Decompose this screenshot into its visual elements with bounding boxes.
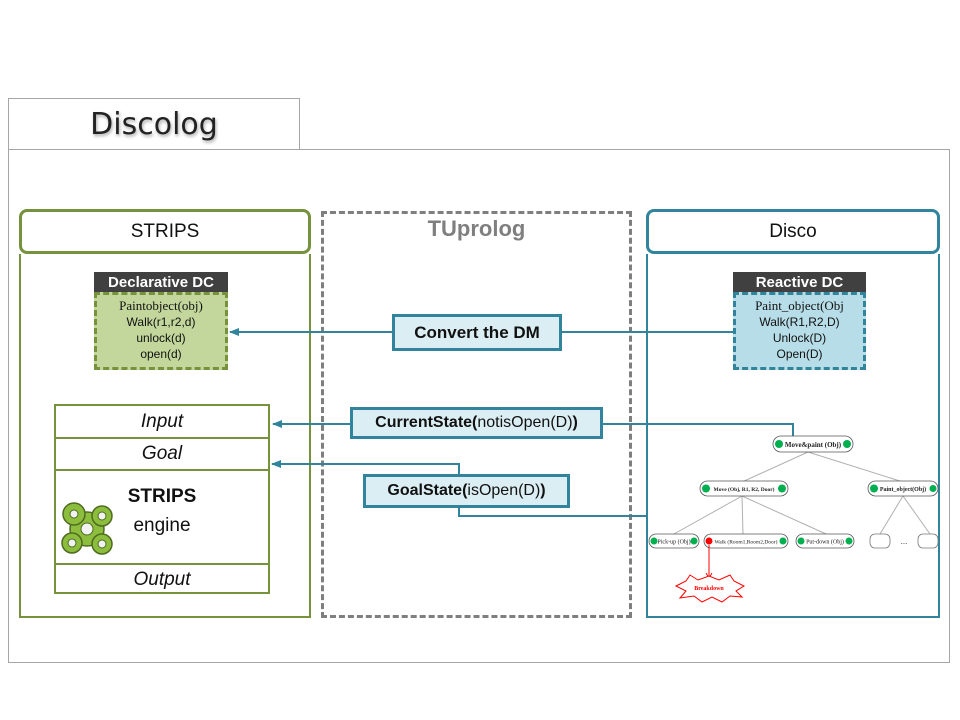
tree-move-label: Move (Obj, R1, R2, Door): [714, 486, 775, 493]
engine-name-bold: STRIPS: [127, 486, 197, 507]
tree-node-putdown: Put-down (Obj): [795, 533, 855, 549]
disco-header: Disco: [646, 209, 940, 254]
tree-putdown-label: Put-down (Obj): [806, 539, 844, 546]
reactive-dc-box: Paint_object(Obj Walk(R1,R2,D) Unlock(D)…: [733, 292, 866, 370]
declarative-dc-label: Declarative DC: [94, 272, 228, 292]
tree-edges: [673, 451, 931, 535]
breakdown-starburst: [674, 574, 746, 603]
engine-goal: Goal: [56, 439, 268, 471]
tree-paint-label: Paint_object(Obj): [880, 486, 926, 493]
decl-line: Walk(r1,r2,d): [126, 315, 196, 329]
decl-line: unlock(d): [136, 331, 186, 345]
strips-engine-box: Input Goal STRIPS engine Output: [54, 404, 270, 594]
declarative-dc-box: Paintobject(obj) Walk(r1,r2,d) unlock(d)…: [94, 292, 228, 370]
goal-state-close: ): [540, 482, 546, 499]
engine-core: STRIPS engine: [56, 471, 268, 565]
current-state-arg: notisOpen(D): [477, 414, 573, 431]
reactive-dc-label: Reactive DC: [733, 272, 866, 292]
current-state-box: CurrentState(notisOpen(D)): [350, 407, 603, 439]
react-line: Open(D): [776, 347, 823, 361]
breakdown-label: Breakdown: [694, 586, 724, 592]
gear-logo-icon: [61, 502, 113, 555]
tree-walk-label: Walk (Room1,Room2,Door): [715, 539, 778, 546]
decl-line: Paintobject(obj): [119, 298, 203, 313]
tree-node-empty: [869, 533, 891, 549]
decl-line: open(d): [140, 347, 182, 361]
react-line: Unlock(D): [772, 331, 827, 345]
react-line: Walk(R1,R2,D): [759, 315, 840, 329]
tree-node-walk: Walk (Room1,Room2,Door): [703, 533, 789, 549]
tree-node-empty: [917, 533, 939, 549]
tree-node-root: Move&paint (Obj): [772, 435, 854, 453]
engine-name: engine: [133, 515, 191, 536]
tree-pickup-label: Pick-up (Obj): [657, 539, 690, 546]
tree-root-label: Move&paint (Obj): [785, 441, 842, 449]
engine-output: Output: [133, 568, 191, 590]
diagram-title: Discolog: [8, 98, 300, 150]
tuprolog-panel: [321, 211, 632, 618]
strips-header: STRIPS: [19, 209, 311, 254]
tuprolog-title: TUprolog: [427, 216, 526, 241]
tree-node-paint: Paint_object(Obj): [867, 480, 939, 497]
react-line: Paint_object(Obj: [755, 298, 844, 313]
goal-state-fn: GoalState(: [387, 482, 468, 499]
tree-node-pickup: Pick-up (Obj): [648, 533, 700, 549]
current-state-close: ): [572, 414, 578, 431]
convert-dm-box: Convert the DM: [392, 314, 562, 351]
goal-state-arg: isOpen(D): [467, 482, 541, 499]
tree-node-move: Move (Obj, R1, R2, Door): [699, 480, 789, 497]
engine-input: Input: [56, 406, 268, 439]
current-state-fn: CurrentState(: [375, 414, 478, 431]
task-tree: Move&paint (Obj) Move (Obj, R1, R2, Door…: [648, 435, 939, 603]
tree-ellipsis: ...: [901, 537, 908, 546]
goal-state-box: GoalState(isOpen(D)): [363, 474, 570, 508]
